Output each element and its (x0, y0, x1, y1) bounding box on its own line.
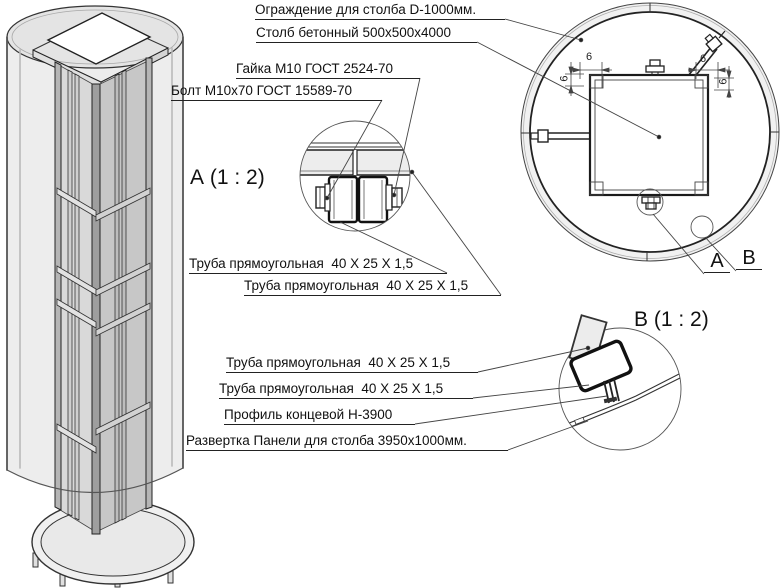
callout-panel: Развертка Панели для столба 3950х1000мм. (186, 433, 508, 451)
callout-tube-b2: Труба прямоугольная 40 Х 25 Х 1,5 (219, 381, 473, 399)
detail-a-view (299, 120, 411, 232)
detail-a-marker-label: А (704, 250, 730, 273)
base-ring (31, 499, 195, 588)
callout-column: Столб бетонный 500х500х4000 (256, 25, 477, 43)
detail-b-circle (558, 327, 682, 451)
callout-tube-a2: Труба прямоугольная 40 Х 25 Х 1,5 (244, 278, 501, 296)
tube-section-left (327, 175, 359, 224)
detail-b-marker-circle (690, 215, 714, 239)
callout-tube-b1: Труба прямоугольная 40 Х 25 Х 1,5 (226, 355, 478, 373)
callout-bolt: Болт М10х70 ГОСТ 15589-70 (171, 83, 382, 101)
callout-profile: Профиль концевой Н-3900 (224, 407, 415, 425)
dim-top-left-h: 6 (586, 51, 593, 63)
nut (385, 184, 403, 211)
detail-b-title: В (1 : 2) (634, 308, 709, 331)
horizontal-rails (56, 187, 151, 454)
callout-tube-a1: Труба прямоугольная 40 Х 25 Х 1,5 (189, 256, 447, 274)
detail-b-marker-label: В (736, 247, 762, 270)
callout-nut: Гайка М10 ГОСТ 2524-70 (236, 61, 420, 79)
corner-tubes (589, 74, 709, 196)
vertical-tubes (54, 57, 153, 535)
column-section (588, 73, 710, 197)
detail-b-view (558, 314, 682, 451)
isometric-view (6, 5, 195, 588)
dim-top-left-v: 6 (558, 75, 571, 82)
dim-top-right-h: 6 (700, 53, 707, 65)
dim-top-right-v: 6 (717, 78, 730, 85)
diagonal-strut (687, 30, 726, 80)
plan-bottom-bolt (641, 196, 661, 210)
detail-a-marker-circle (636, 188, 664, 216)
left-strut (530, 129, 590, 143)
leader-lines (324, 18, 737, 451)
dimension-marks (565, 62, 734, 98)
detail-a-circle (299, 120, 411, 232)
tube-section-right (357, 175, 389, 224)
detail-a-title: А (1 : 2) (190, 166, 265, 189)
callout-fence: Ограждение для столба D-1000мм. (255, 2, 505, 20)
plan-top-bolt (645, 59, 665, 76)
tube-b-main (569, 339, 633, 393)
column-cap (46, 12, 152, 65)
